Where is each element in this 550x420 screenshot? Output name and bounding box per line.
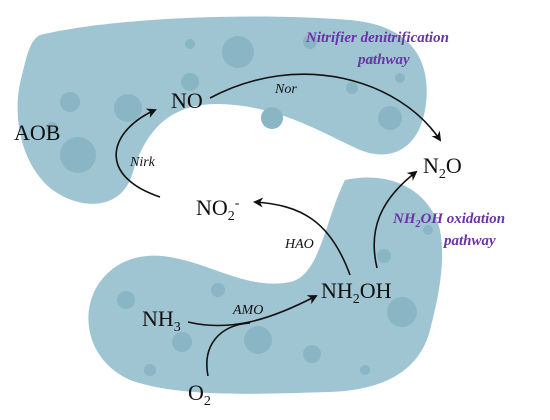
n2o-label: N2O (423, 153, 462, 182)
no2-label: NO2- (196, 195, 240, 224)
arrow-icon (115, 108, 161, 198)
nh3-label: NH3 (142, 306, 181, 335)
arrow-icon (206, 322, 251, 377)
nh2oh-label: NH2OH (321, 278, 392, 307)
nirk-label: Nirk (129, 155, 156, 170)
amo-label: AMO (232, 303, 263, 318)
arrow-icon (253, 197, 351, 276)
upper-cell (17, 16, 427, 204)
arrow-icon (187, 295, 318, 327)
o2-label: O2 (188, 380, 211, 409)
arrow-icon (209, 73, 442, 142)
nor-label: Nor (274, 82, 297, 97)
nh2oh-pathway-line1: NH2OH oxidation (392, 211, 505, 230)
arrow-icon (373, 170, 418, 269)
aob-label: AOB (14, 120, 60, 145)
nh2oh-pathway-line2: pathway (442, 233, 496, 249)
nitrifier-pathway-line1: Nitrifier denitrification (305, 30, 449, 46)
hao-label: HAO (284, 237, 314, 252)
reaction-arrows (115, 73, 442, 377)
cell-spots (46, 35, 433, 376)
nitrifier-pathway-line2: pathway (356, 52, 410, 68)
no-label: NO (171, 88, 203, 113)
